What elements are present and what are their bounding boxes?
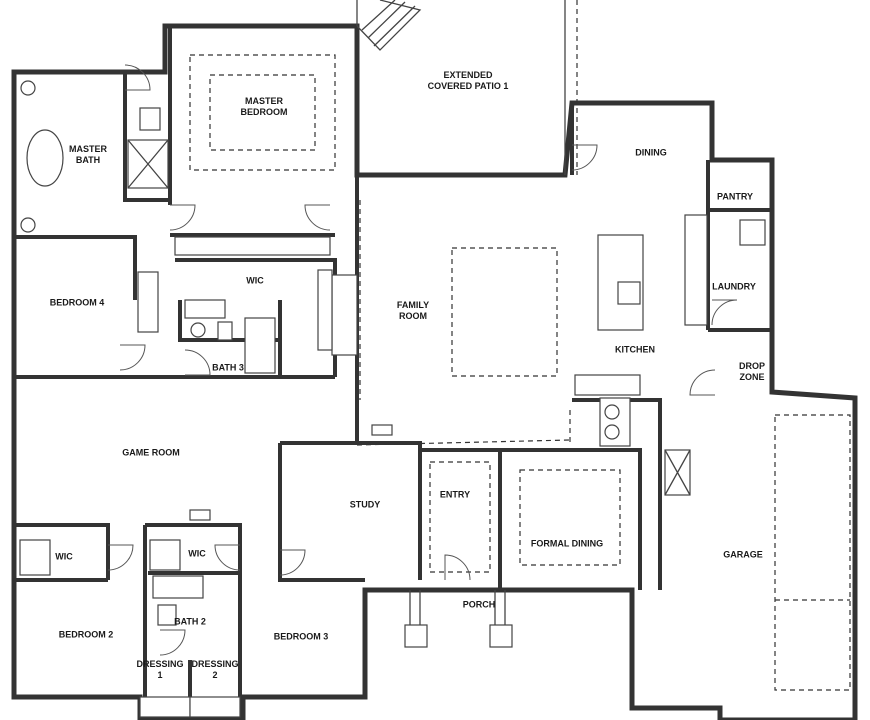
bathtub-icon bbox=[26, 129, 64, 187]
extended-covered-patio-label: EXTENDED COVERED PATIO 1 bbox=[427, 70, 509, 91]
exterior-wall bbox=[11, 23, 858, 720]
wic-bed2-closet bbox=[19, 539, 51, 576]
wic-shelving-side bbox=[317, 269, 333, 351]
master-sink-icon-2 bbox=[20, 217, 36, 233]
wic-bed2-label: WIC bbox=[55, 551, 73, 562]
bath-3-label: BATH 3 bbox=[212, 362, 244, 373]
dryer-icon bbox=[604, 424, 620, 440]
attic-access bbox=[189, 509, 211, 521]
wic-shelving bbox=[174, 236, 331, 256]
porch-post-right bbox=[489, 624, 513, 648]
master-toilet bbox=[139, 107, 161, 131]
dressing2-vanity bbox=[189, 696, 241, 718]
dining-label: DINING bbox=[635, 147, 667, 158]
shower-cross bbox=[127, 139, 169, 189]
garage-dashed bbox=[774, 414, 851, 691]
pantry-label: PANTRY bbox=[717, 191, 753, 202]
master-ceiling-dash bbox=[189, 54, 336, 171]
game-room-label: GAME ROOM bbox=[122, 447, 180, 458]
door-swings bbox=[107, 64, 738, 656]
bath3-toilet bbox=[217, 321, 233, 341]
laundry-label: LAUNDRY bbox=[712, 281, 756, 292]
bedroom-3-label: BEDROOM 3 bbox=[273, 631, 329, 642]
entry-label: ENTRY bbox=[439, 489, 471, 500]
formal-dining-label: FORMAL DINING bbox=[530, 538, 604, 549]
study-label: STUDY bbox=[349, 499, 381, 510]
kitchen-label: KITCHEN bbox=[615, 344, 655, 355]
family-room-label: FAMILY ROOM bbox=[396, 300, 430, 321]
garage-label: GARAGE bbox=[723, 549, 763, 560]
dressing-1-label: DRESSING 1 bbox=[136, 659, 184, 680]
family-dashed-lines bbox=[356, 200, 571, 446]
kitchen-bar bbox=[574, 374, 641, 396]
garage-marker-cross bbox=[664, 449, 691, 496]
wic-bed3-label: WIC bbox=[188, 548, 206, 559]
bedroom-2-label: BEDROOM 2 bbox=[58, 629, 114, 640]
bath3-sink-icon bbox=[190, 322, 206, 338]
dining-ceiling-dash bbox=[519, 469, 621, 566]
kitchen-counter bbox=[684, 214, 708, 326]
entry-ceiling-dash bbox=[429, 461, 491, 573]
bath2-toilet bbox=[157, 604, 177, 626]
fireplace bbox=[331, 274, 358, 356]
bath2-tub bbox=[152, 575, 204, 599]
washer-icon bbox=[604, 404, 620, 420]
bath3-vanity bbox=[184, 299, 226, 319]
bath3-shower bbox=[244, 317, 276, 374]
dressing1-vanity bbox=[139, 696, 191, 718]
master-bath-label: MASTER BATH bbox=[69, 144, 107, 165]
master-sink-icon bbox=[20, 80, 36, 96]
wic-bed3-closet bbox=[149, 539, 181, 571]
wic-master-label: WIC bbox=[246, 275, 264, 286]
kitchen-sink bbox=[617, 281, 641, 305]
bed4-closet bbox=[137, 271, 159, 333]
porch-post-left bbox=[404, 624, 428, 648]
dressing-2-label: DRESSING 2 bbox=[191, 659, 239, 680]
porch-columns bbox=[409, 590, 506, 625]
porch-label: PORCH bbox=[462, 599, 496, 610]
master-bedroom-label: MASTER BEDROOM bbox=[240, 96, 288, 117]
laundry-sink bbox=[739, 219, 766, 246]
bath-2-label: BATH 2 bbox=[174, 616, 206, 627]
bedroom-4-label: BEDROOM 4 bbox=[49, 297, 105, 308]
drop-zone-label: DROP ZONE bbox=[738, 361, 766, 382]
attic-access-2 bbox=[371, 424, 393, 436]
patio-stair bbox=[361, 0, 416, 47]
